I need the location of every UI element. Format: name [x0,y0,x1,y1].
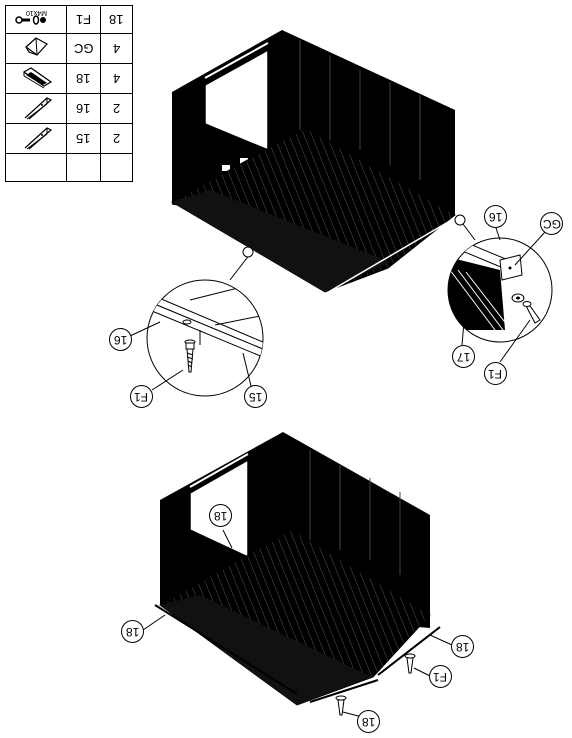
svg-text:M4x10: M4x10 [26,9,47,16]
callout-16: 16 [109,328,132,351]
callout-f1: F1 [130,385,153,408]
callout-gc: GC [540,212,563,235]
screw-icon [184,339,196,373]
callout-16: 16 [484,205,507,228]
callout-f1: F1 [484,362,507,385]
angle-rail-icon [5,123,67,154]
screw-icon [335,695,347,716]
part-qty: 2 [100,93,133,124]
part-code [65,153,102,182]
callout-f1: F1 [429,665,452,688]
corner-bracket-icon [5,33,67,64]
parts-row [5,153,133,182]
part-code: 18 [65,63,102,94]
floor-channel-icon [5,63,67,94]
parts-row: 18 4 [5,63,133,94]
empty-cell [5,153,67,182]
callout-15: 15 [244,385,267,408]
callout-18: 18 [451,635,474,658]
part-qty [100,153,133,182]
parts-row: 15 2 [5,123,133,154]
part-qty: 18 [100,5,133,34]
parts-table: M4x10 F1 18 GC 4 18 4 [5,5,133,182]
vent [222,165,230,171]
part-code: 15 [65,123,102,154]
vent [240,158,248,164]
callout-17: 17 [452,345,475,368]
part-code: 16 [65,93,102,124]
screw-icon [404,653,416,674]
angle-rail-icon [5,93,67,124]
shed-bottom-view [142,432,453,719]
detail-circle-right [447,214,553,363]
shed-top-view [170,30,456,295]
callout-18: 18 [357,710,380,733]
callout-18: 18 [209,504,232,527]
callout-18: 18 [121,620,144,643]
detail-circle-left [129,246,264,397]
screw-washer-nut-icon: M4x10 [5,5,67,34]
parts-row: 16 2 [5,93,133,124]
